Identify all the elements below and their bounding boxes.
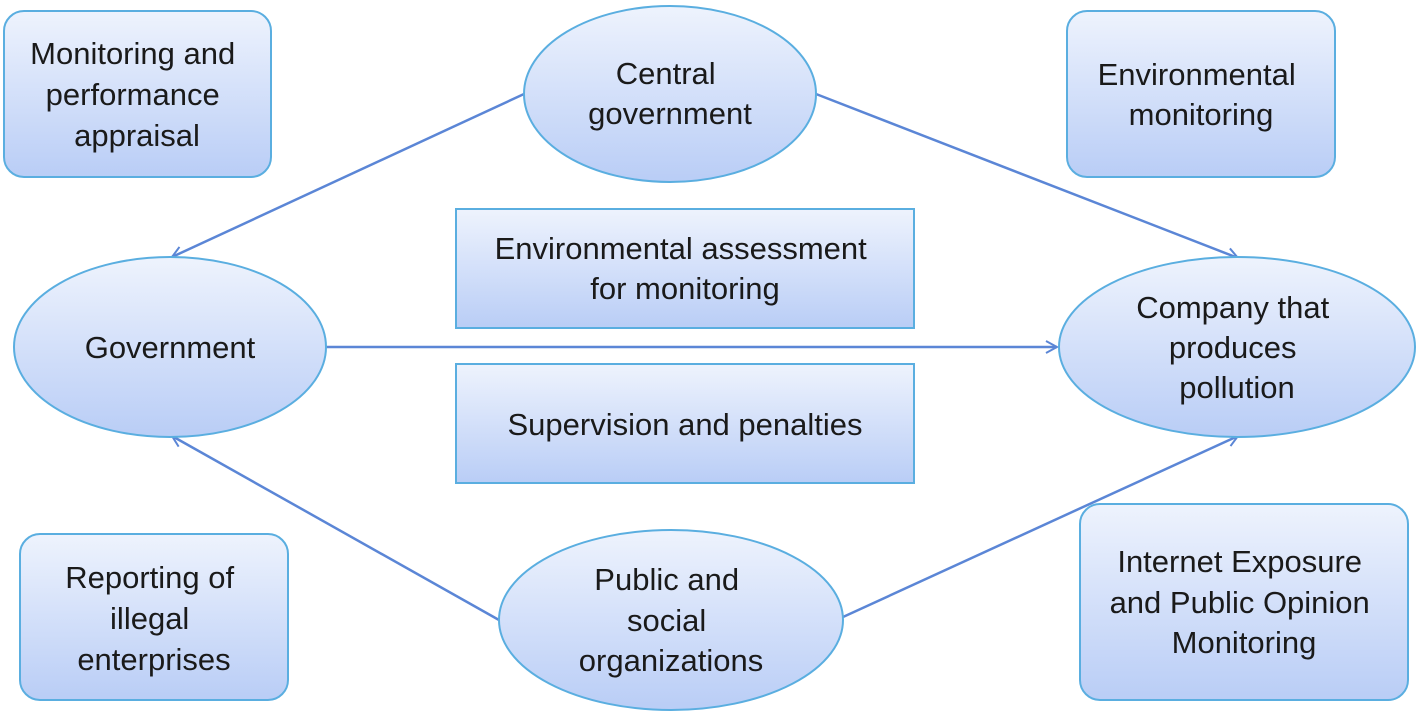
box-environmental-monitoring: Environmental monitoring	[1066, 10, 1336, 178]
box-internet-exposure-text: Internet Exposure and Public Opinion Mon…	[1110, 544, 1379, 660]
node-government: Government	[13, 256, 327, 438]
box-reporting-illegal: Reporting of illegal enterprises	[19, 533, 289, 701]
node-polluting-company-text: Company that produces pollution	[1136, 290, 1338, 405]
box-supervision-penalties-text: Supervision and penalties	[507, 407, 862, 442]
box-monitoring-appraisal: Monitoring and performance appraisal	[3, 10, 272, 178]
box-supervision-penalties: Supervision and penalties	[455, 363, 915, 484]
connectors	[172, 92, 1238, 622]
box-environmental-assessment: Environmental assessment for monitoring	[455, 208, 915, 329]
box-reporting-illegal-text: Reporting of illegal enterprises	[65, 560, 243, 677]
arrow-public-to-government	[172, 434, 500, 622]
box-environmental-monitoring-text: Environmental monitoring	[1098, 57, 1305, 132]
node-public-social: Public and social organizations	[498, 529, 844, 711]
node-central-government-text: Central government	[588, 56, 752, 131]
box-internet-exposure: Internet Exposure and Public Opinion Mon…	[1079, 503, 1409, 701]
node-central-government: Central government	[523, 5, 817, 183]
arrow-public-to-company	[842, 436, 1238, 619]
arrow-central-to-company	[815, 92, 1238, 258]
node-public-social-text: Public and social organizations	[579, 562, 763, 678]
box-monitoring-appraisal-text: Monitoring and performance appraisal	[30, 36, 244, 153]
node-polluting-company: Company that produces pollution	[1058, 256, 1416, 438]
box-environmental-assessment-text: Environmental assessment for monitoring	[495, 231, 876, 306]
arrow-central-to-government	[172, 92, 525, 257]
node-government-text: Government	[85, 330, 256, 365]
